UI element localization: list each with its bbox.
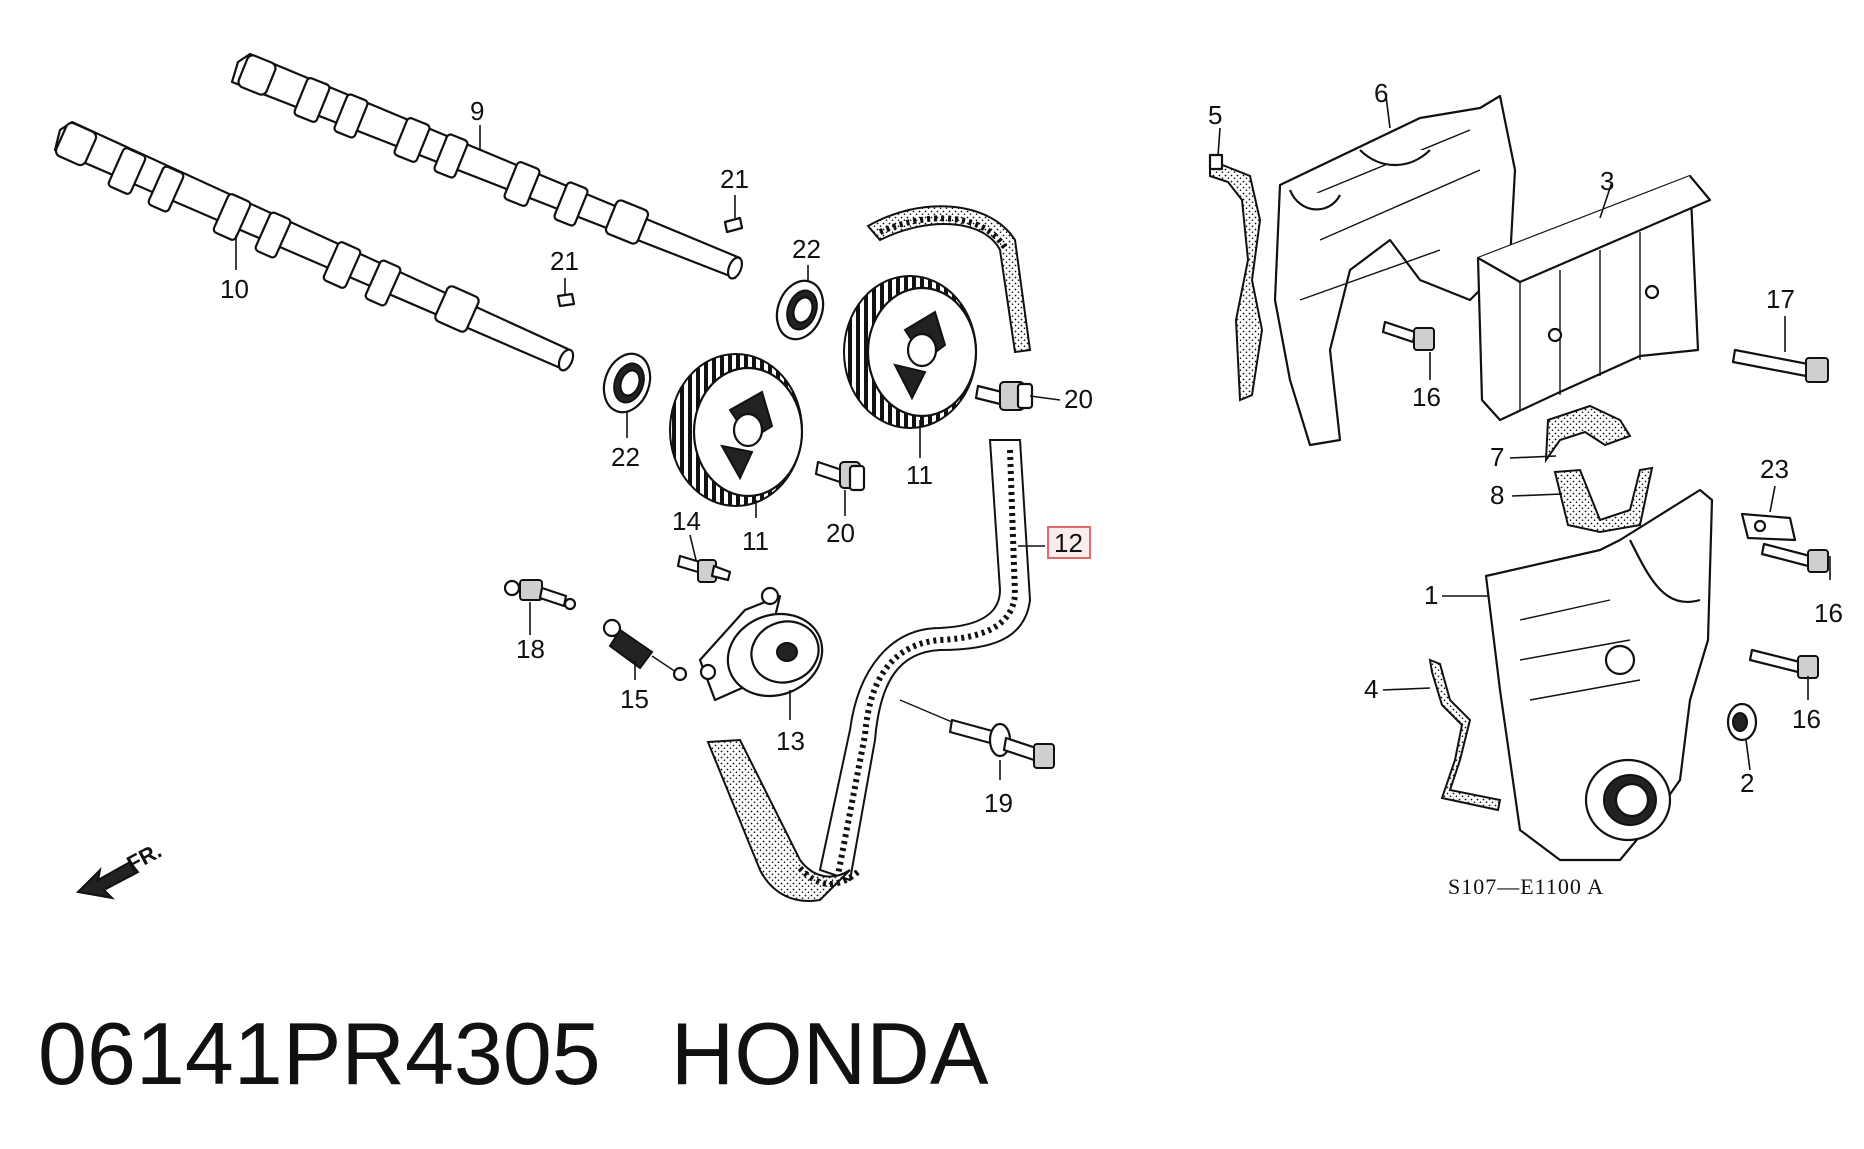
cover-bolt-16-right-bottom [1748,648,1819,679]
callout-17: 17 [1766,284,1795,314]
cover-cap-2 [1726,702,1758,742]
callout-16-top: 16 [1412,382,1441,412]
callout-18: 18 [516,634,545,664]
callout-9: 9 [470,96,484,126]
callout-14: 14 [672,506,701,536]
part-number: 06141PR4305 [38,1004,601,1103]
cover-gasket-4 [1428,658,1502,812]
callout-21-lower: 21 [550,246,579,276]
callout-16-right-bottom: 16 [1792,704,1821,734]
cover-bolt-16-right-top [1760,542,1829,573]
callout-1: 1 [1424,580,1438,610]
cover-bolt-16-top [1381,320,1435,351]
callout-20-upper: 20 [1064,384,1093,414]
timing-belt-exploded-diagram: FR. [53,52,1843,902]
camshaft-pulley-left [669,353,804,507]
brand-name: HONDA [670,1004,989,1103]
callout-10: 10 [220,274,249,304]
callout-23: 23 [1760,454,1789,484]
callout-labels: 9 10 21 21 22 22 11 11 20 20 12 14 13 15… [220,78,1843,818]
callout-13: 13 [776,726,805,756]
callout-3: 3 [1600,166,1614,196]
callout-16-right-top: 16 [1814,598,1843,628]
tensioner-spring [602,618,688,682]
oil-seal-upper [775,279,825,341]
middle-cover-3 [1476,174,1712,422]
callout-5: 5 [1208,100,1222,130]
callout-22-upper: 22 [792,234,821,264]
highlighted-callout-box [1047,526,1091,559]
stud-bolt-14 [676,554,732,583]
back-cover-6 [1273,94,1517,447]
lower-cover-1 [1484,488,1714,862]
diagram-reference-code: S107—E1100 A [1448,874,1604,899]
adjusting-bolt-18 [503,579,577,611]
cover-seal-7 [1544,404,1632,464]
pulley-bolt-upper [974,381,1034,411]
callout-21-upper: 21 [720,164,749,194]
callout-20-lower: 20 [826,518,855,548]
front-direction-arrow: FR. [75,838,166,900]
camshaft-10 [53,120,575,372]
cover-bolt-17 [1731,348,1829,383]
callout-4: 4 [1364,674,1378,704]
callout-11-right: 11 [906,460,933,490]
callout-12: 12 [1054,528,1083,558]
tensioner-bolt-19 [899,699,1055,769]
cover-seal-8 [1553,466,1654,534]
callout-7: 7 [1490,442,1504,472]
callout-2: 2 [1740,768,1754,798]
callout-22-lower: 22 [611,442,640,472]
callout-15: 15 [620,684,649,714]
leader-lines [235,95,1831,780]
oil-seal-lower [602,352,652,414]
timing-belt [706,205,1032,902]
pulley-bolt-lower [814,460,866,492]
callout-6: 6 [1374,78,1388,108]
callout-19: 19 [984,788,1013,818]
camshaft-pulley-right [843,275,978,429]
bracket-23 [1740,512,1797,542]
woodruff-key-upper [723,216,744,234]
cover-gasket-5 [1208,153,1264,402]
camshaft-9 [230,52,744,280]
callout-11-left: 11 [742,526,769,556]
belt-tensioner-pulley [698,586,824,702]
woodruff-key-lower [556,292,576,308]
callout-8: 8 [1490,480,1504,510]
